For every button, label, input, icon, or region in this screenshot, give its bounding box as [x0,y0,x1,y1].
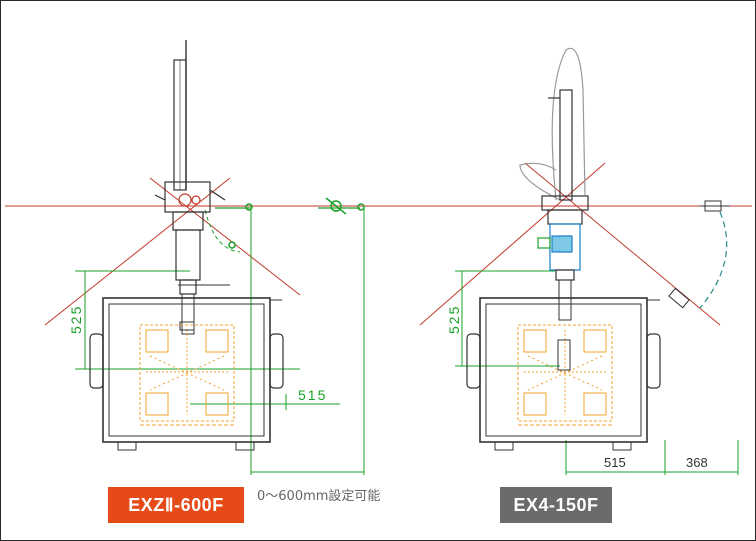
left-tank [89,297,284,451]
left-reach-line-2 [149,177,301,296]
right-vertical-dimension: 525 [446,305,462,334]
left-pallet [139,321,235,426]
right-shaft [558,279,572,321]
left-shaft [181,293,195,335]
left-machine: 525 515 [44,40,365,475]
right-pallet [517,324,613,426]
model-label-left: EXZⅡ-600F [108,487,244,523]
right-tank [466,297,661,451]
right-arm-end-marker [668,200,730,309]
left-horizontal-dimension: 515 [298,387,327,403]
right-head [537,195,589,281]
right-horizontal-dimension-a: 515 [604,455,626,470]
left-head [154,181,230,295]
right-machine: 525 515 368 [419,47,739,475]
model-label-right: EX4-150F [500,487,612,523]
left-arm-end-marker [228,197,365,249]
right-horizontal-dimension-b: 368 [686,455,708,470]
right-column [559,89,573,201]
left-reach-line-1 [44,177,231,326]
right-hose [551,47,586,201]
right-swing-arc [699,211,728,309]
range-note: 0〜600mm設定可能 [257,489,381,504]
left-vertical-dimension: 525 [68,305,84,334]
right-reach-line-1 [419,162,606,326]
